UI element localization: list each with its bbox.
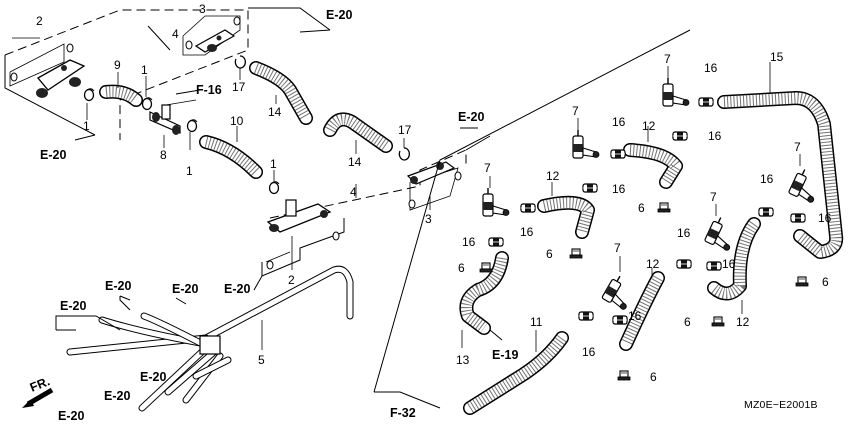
lower-manifold-assembly xyxy=(261,135,491,277)
label-part-7a: 7 xyxy=(664,52,671,66)
ref-f16: F-16 xyxy=(196,83,222,97)
label-part-16l: 16 xyxy=(582,345,596,359)
ref-e20-a: E-20 xyxy=(326,8,352,22)
label-part-12d: 12 xyxy=(736,315,750,329)
label-part-8: 8 xyxy=(160,148,167,162)
hose-13 xyxy=(459,251,509,348)
label-part-16h: 16 xyxy=(462,235,476,249)
drawing-code: MZ0E−E2001B xyxy=(744,399,818,411)
label-part-17b: 17 xyxy=(398,123,412,137)
hose-11 xyxy=(463,330,569,415)
front-arrow xyxy=(22,387,54,408)
part-number-labels: 2 3 4 9 1 1 8 1 10 17 14 1 17 14 4 3 2 5… xyxy=(36,2,832,384)
label-part-5: 5 xyxy=(258,353,265,367)
label-part-1c: 1 xyxy=(186,164,193,178)
label-part-3: 3 xyxy=(199,2,206,16)
label-part-1b: 1 xyxy=(83,119,90,133)
tube-bundle-5 xyxy=(55,265,354,412)
label-part-7e: 7 xyxy=(710,190,717,204)
label-part-2b: 2 xyxy=(288,273,295,287)
ref-e20-i: E-20 xyxy=(104,389,130,403)
upper-left-assembly xyxy=(4,7,331,141)
label-part-7c: 7 xyxy=(484,161,491,175)
label-part-6c: 6 xyxy=(458,261,465,275)
label-part-10: 10 xyxy=(230,114,244,128)
label-part-6f: 6 xyxy=(650,370,657,384)
label-part-9: 9 xyxy=(114,58,121,72)
label-part-14: 14 xyxy=(268,105,282,119)
label-part-16f: 16 xyxy=(818,211,832,225)
label-part-16g: 16 xyxy=(520,225,534,239)
label-part-15: 15 xyxy=(770,50,784,64)
right-section-frame xyxy=(373,29,691,409)
label-part-16k: 16 xyxy=(628,309,642,323)
label-part-2: 2 xyxy=(36,14,43,28)
label-part-17: 17 xyxy=(232,80,246,94)
label-part-6d: 6 xyxy=(822,275,829,289)
label-part-7b: 7 xyxy=(572,104,579,118)
label-part-13: 13 xyxy=(456,353,470,367)
label-part-4b: 4 xyxy=(350,185,357,199)
hose-10 xyxy=(199,126,263,179)
label-part-7f: 7 xyxy=(614,241,621,255)
ref-e20-c: E-20 xyxy=(458,110,484,124)
label-part-7d: 7 xyxy=(794,140,801,154)
ring-17 xyxy=(234,55,410,161)
ref-e20-h: E-20 xyxy=(140,370,166,384)
label-part-12a: 12 xyxy=(642,119,656,133)
ref-f32: F-32 xyxy=(390,406,416,420)
label-part-16d: 16 xyxy=(612,182,626,196)
ref-e20-b: E-20 xyxy=(40,148,66,162)
reference-leaders xyxy=(56,29,503,341)
label-part-6e: 6 xyxy=(684,315,691,329)
label-part-11: 11 xyxy=(530,315,543,329)
reference-labels: E-20 F-16 E-20 E-20 E-20 E-20 E-20 E-20 … xyxy=(28,8,519,423)
label-part-1d: 1 xyxy=(270,157,277,171)
label-part-12b: 12 xyxy=(546,169,560,183)
ref-e20-f: E-20 xyxy=(172,282,198,296)
label-part-16a: 16 xyxy=(704,61,718,75)
ref-e20-g: E-20 xyxy=(60,299,86,313)
front-label: FR. xyxy=(28,374,52,395)
hose-12 xyxy=(537,126,761,351)
t-joint-8 xyxy=(149,99,197,148)
label-part-12c: 12 xyxy=(646,257,660,271)
label-part-6a: 6 xyxy=(638,201,645,215)
label-part-16j: 16 xyxy=(722,257,736,271)
label-part-16b: 16 xyxy=(612,115,626,129)
ref-e20-e: E-20 xyxy=(105,279,131,293)
label-part-16i: 16 xyxy=(677,226,691,240)
label-part-1: 1 xyxy=(141,63,148,77)
label-part-6b: 6 xyxy=(546,247,553,261)
label-part-16e: 16 xyxy=(760,172,774,186)
hose-14 xyxy=(249,61,393,154)
ref-e19: E-19 xyxy=(492,348,518,362)
label-part-4: 4 xyxy=(172,27,179,41)
hose-15 xyxy=(717,62,844,259)
bleeder-valve-7 xyxy=(482,66,825,312)
ref-e20-d: E-20 xyxy=(224,282,250,296)
ref-e20-j: E-20 xyxy=(58,409,84,423)
label-part-16c: 16 xyxy=(708,129,722,143)
clamp-group-1 xyxy=(83,76,280,195)
label-part-14b: 14 xyxy=(348,155,362,169)
hose-9 xyxy=(99,72,143,107)
label-part-3b: 3 xyxy=(425,212,432,226)
